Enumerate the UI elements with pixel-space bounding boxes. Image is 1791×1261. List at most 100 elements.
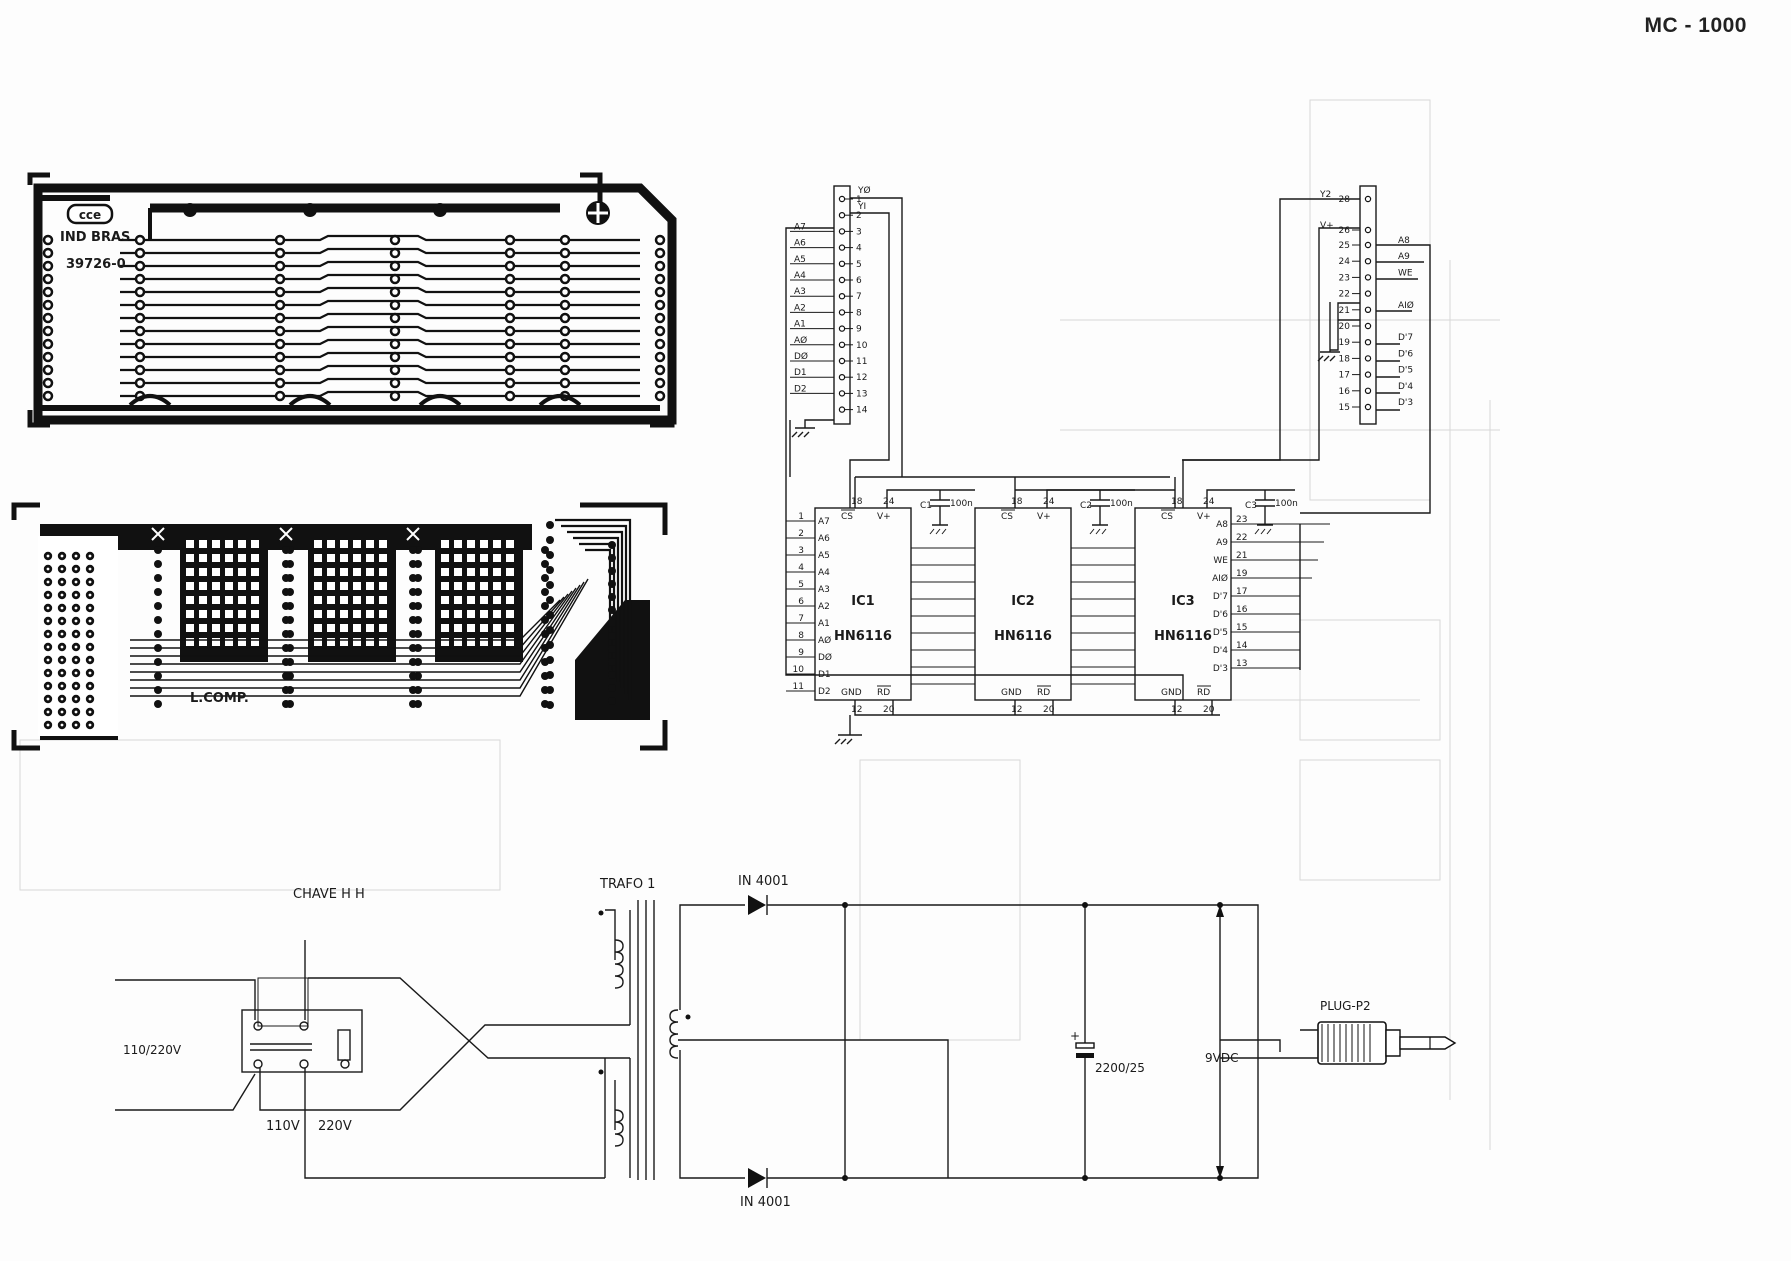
- ic-interconnect-bus: [911, 547, 1135, 685]
- connector-signal-label: D'6: [1398, 349, 1413, 359]
- connector-pin-number: 26: [1339, 226, 1351, 236]
- connector-pin-number: 25: [1339, 241, 1350, 251]
- pcb-pad-hole: [60, 619, 64, 623]
- pcb-trace: [130, 590, 573, 665]
- pcb-pad-hole: [74, 697, 78, 701]
- chip-grid-cell: [506, 624, 514, 632]
- chip-grid-cell: [186, 554, 194, 562]
- chip-grid-cell: [493, 596, 501, 604]
- pcb-bottom-chip-grids: [151, 527, 549, 708]
- chip-grid-cell: [493, 540, 501, 548]
- pcb-pad: [42, 312, 54, 324]
- pcb-pad: [504, 338, 516, 350]
- pcb-pad-hole: [74, 658, 78, 662]
- pcb-pad: [134, 377, 146, 389]
- pcb-pad-hole: [46, 645, 50, 649]
- ic-pin-number: 21: [1236, 551, 1247, 561]
- connector-pin: [838, 390, 846, 397]
- chip-grid-cell: [493, 610, 501, 618]
- pcb-pad: [274, 325, 286, 337]
- connector-pin-number: 13: [856, 389, 867, 399]
- chip-grid-cell: [199, 610, 207, 618]
- pcb-pad-hole: [88, 671, 92, 675]
- chip-grid-cell: [454, 624, 462, 632]
- pcb-pad-hole: [60, 671, 64, 675]
- ic-pin-number: 1: [798, 512, 804, 522]
- pcb-pad: [42, 351, 54, 363]
- chip-grid-cell: [238, 582, 246, 590]
- pcb-pad: [608, 567, 616, 575]
- pcb-pad: [389, 390, 401, 402]
- connector-pin-number: 28: [1339, 195, 1351, 205]
- pcb-pad: [274, 377, 286, 389]
- chip-grid-cell: [327, 596, 335, 604]
- pcb-pad: [546, 581, 554, 589]
- pcb-pad: [608, 580, 616, 588]
- ic-pin-signal: D'4: [1213, 646, 1228, 656]
- connector-left-pins: 123A74A65A56A47A38A29A110AØ11DØ12D113D21…: [790, 185, 871, 416]
- pcb-pad: [282, 700, 290, 708]
- pcb-pad: [389, 286, 401, 298]
- ic-pin-number: 5: [798, 580, 804, 590]
- pcb-pad-hole: [46, 697, 50, 701]
- chip-grid-cell: [454, 568, 462, 576]
- pcb-pad: [608, 619, 616, 627]
- chip-grid-cell: [340, 624, 348, 632]
- ic-pin-number: 20: [1043, 705, 1055, 715]
- connector-pin-number: 19: [1339, 338, 1351, 348]
- ic-name: IC3: [1171, 594, 1194, 609]
- pcb-pad: [546, 701, 554, 709]
- pcb-pad-hole: [88, 567, 92, 571]
- pcb-pad-hole: [74, 580, 78, 584]
- pcb-pad: [559, 260, 571, 272]
- pcb-pad: [389, 377, 401, 389]
- chip-grid-cell: [251, 582, 259, 590]
- pcb-trace: [130, 581, 585, 689]
- ic-pin-number: 15: [1236, 623, 1247, 633]
- pcb-pad: [274, 247, 286, 259]
- pcb-pad: [546, 671, 554, 679]
- pcb-pad-hole: [46, 710, 50, 714]
- connector-pin-number: 4: [856, 244, 862, 254]
- chip-grid-cell: [251, 624, 259, 632]
- chip-grid-cell: [199, 582, 207, 590]
- ic-pin-number: 17: [1236, 587, 1247, 597]
- connector-signal-label: AØ: [794, 335, 807, 346]
- pcb-pad: [504, 351, 516, 363]
- pcb-bottom-right-traces: [130, 518, 632, 709]
- pcb-pad: [274, 299, 286, 311]
- pcb-pad: [409, 700, 417, 708]
- pcb-pad-hole: [46, 658, 50, 662]
- pcb-pad: [154, 658, 162, 666]
- pcb-pad: [541, 574, 549, 582]
- ground-symbol-icon: [929, 528, 947, 535]
- pcb-pad-hole: [46, 619, 50, 623]
- diode-bottom-label: IN 4001: [740, 1195, 791, 1210]
- chip-grid-cell: [480, 610, 488, 618]
- pcb-pad-hole: [46, 671, 50, 675]
- pcb-pad: [154, 616, 162, 624]
- pcb-trace: [120, 234, 640, 242]
- pcb-trace: [555, 518, 632, 700]
- pcb-pad: [546, 686, 554, 694]
- ic-pin-signal: A1: [818, 619, 830, 629]
- pcb-pad: [546, 521, 554, 529]
- chip-grid-cell: [454, 554, 462, 562]
- connector-pin-number: 6: [856, 276, 862, 286]
- plug-label: PLUG-P2: [1320, 999, 1371, 1013]
- chip-grid-cell: [327, 554, 335, 562]
- chip-grid-cell: [212, 568, 220, 576]
- connector-signal-label: D2: [794, 384, 807, 394]
- pcb-pad-hole: [46, 723, 50, 727]
- pcb-pad: [389, 234, 401, 246]
- chip-grid-cell: [238, 624, 246, 632]
- ic-pin-number: 10: [793, 665, 805, 675]
- pcb-pad-hole: [46, 684, 50, 688]
- ic-pin-number: 13: [1236, 659, 1247, 669]
- pcb-via: [433, 203, 447, 217]
- chip-grid-cell: [366, 638, 374, 646]
- pcb-pad: [42, 325, 54, 337]
- chip-grid-cell: [480, 568, 488, 576]
